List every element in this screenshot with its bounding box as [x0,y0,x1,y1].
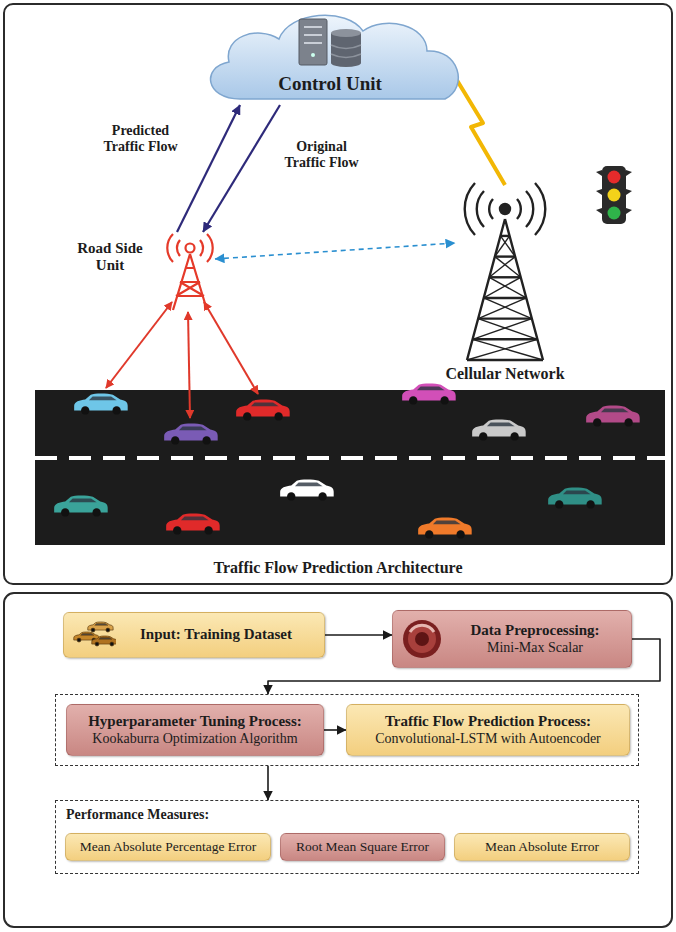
connector [267,766,269,800]
cellular-tower: Cellular Network [455,185,555,360]
knob-icon [401,618,443,660]
control-unit-cloud: Control Unit [195,5,465,105]
rsu-vehicle-links [106,302,258,418]
architecture-panel: Traffic Flow Prediction Architecture Cont… [3,3,673,585]
measures-group: Performance Measures: Mean Absolute Perce… [55,800,639,874]
rsu-shape [165,232,215,312]
node-text: Hyperparameter Tuning Process: [88,713,302,730]
edge-label: Predicted Traffic Flow [98,122,184,154]
preprocessing-box: Data Preprocessing:Mini-Max Scalar [392,610,632,668]
cell-shape [455,185,555,360]
node-text: Mini-Max Scalar [487,640,583,656]
lane-marking [35,456,665,460]
connector [215,243,455,259]
model-group: Hyperparameter Tuning Process:Kookaburra… [55,694,639,766]
workflow-panel [4,593,672,927]
node-text: Kookaburra Optimization Algorithm [92,731,297,747]
node-text: Cellular Network [425,365,585,383]
node-text: Convolutional-LSTM with Autoencoder [375,731,601,747]
node-text: Road Side Unit [69,240,151,275]
cars-icon [72,618,116,652]
measure-box: Root Mean Square Error [280,833,445,861]
connector [203,105,280,232]
edge-label: Original Traffic Flow [279,138,365,170]
measure-box: Mean Absolute Error [454,833,630,861]
road [35,390,665,545]
connector [455,77,505,185]
connector [177,105,240,232]
connector [324,729,346,731]
traffic-light [596,166,632,224]
node-text: Mean Absolute Percentage Error [80,839,257,855]
node-text: Traffic Flow Prediction Process: [385,713,591,730]
tuning-box: Hyperparameter Tuning Process:Kookaburra… [66,704,324,756]
node-text: Root Mean Square Error [296,839,429,855]
measure-box: Mean Absolute Percentage Error [65,833,271,861]
connector [325,634,392,636]
node-text: Traffic Flow Prediction Architecture [214,559,463,577]
node-text: Input: Training Dataset [140,626,292,643]
input-box: Input: Training Dataset [63,612,325,658]
node-text: Mean Absolute Error [485,839,599,855]
cars [54,383,640,538]
prediction-box: Traffic Flow Prediction Process:Convolut… [346,704,630,756]
node-text: Data Preprocessing: [470,622,599,639]
node-text: Control Unit [278,73,382,95]
road-side-unit: Road Side Unit [165,232,215,312]
node-text: Performance Measures: [66,807,209,823]
